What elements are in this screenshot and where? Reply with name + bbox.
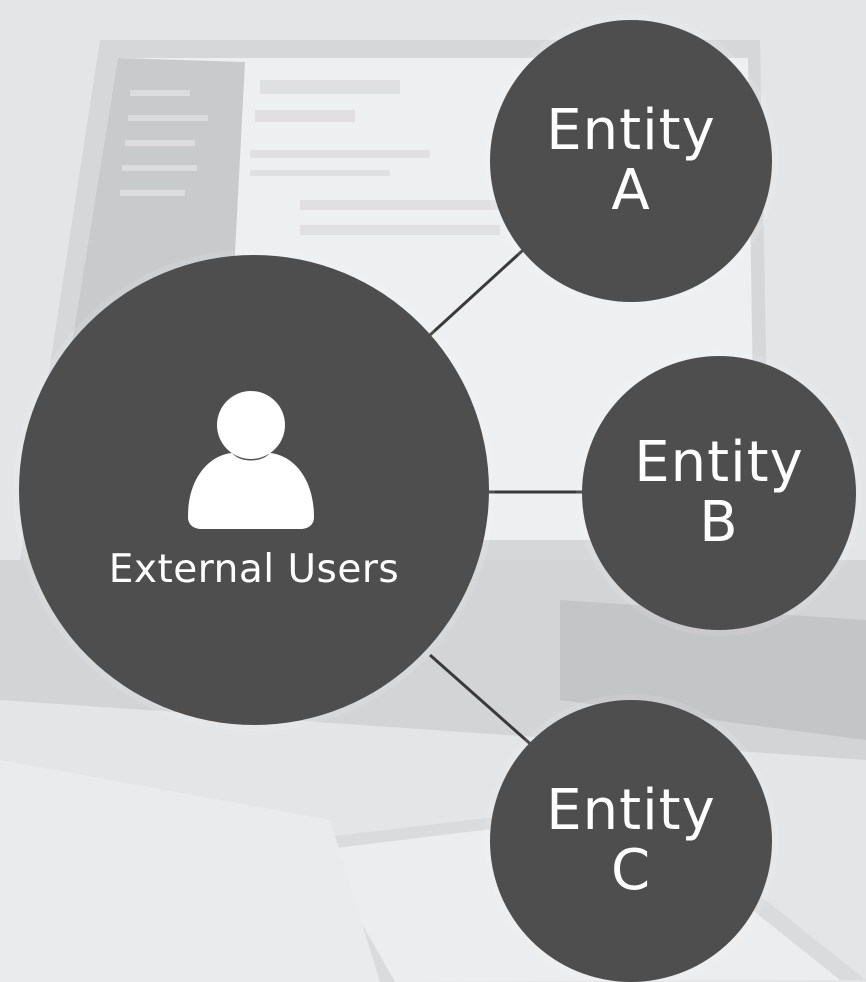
entity-a-letter: A bbox=[611, 158, 651, 223]
external-users-label: External Users bbox=[108, 546, 400, 592]
entity-c-letter: C bbox=[610, 838, 652, 903]
entity-a-node: Entity A bbox=[490, 20, 772, 302]
connector-main-to-entity-c bbox=[429, 653, 536, 750]
entity-c-node: Entity C bbox=[490, 700, 772, 982]
connector-main-to-entity-a bbox=[428, 239, 535, 337]
entity-b-letter: B bbox=[699, 490, 739, 555]
entity-b-title: Entity bbox=[634, 430, 804, 495]
entity-b-node: Entity B bbox=[582, 356, 856, 630]
entity-a-title: Entity bbox=[546, 98, 716, 163]
entity-c-title: Entity bbox=[546, 778, 716, 843]
external-users-node: External Users bbox=[19, 255, 489, 725]
user-icon bbox=[188, 390, 314, 529]
